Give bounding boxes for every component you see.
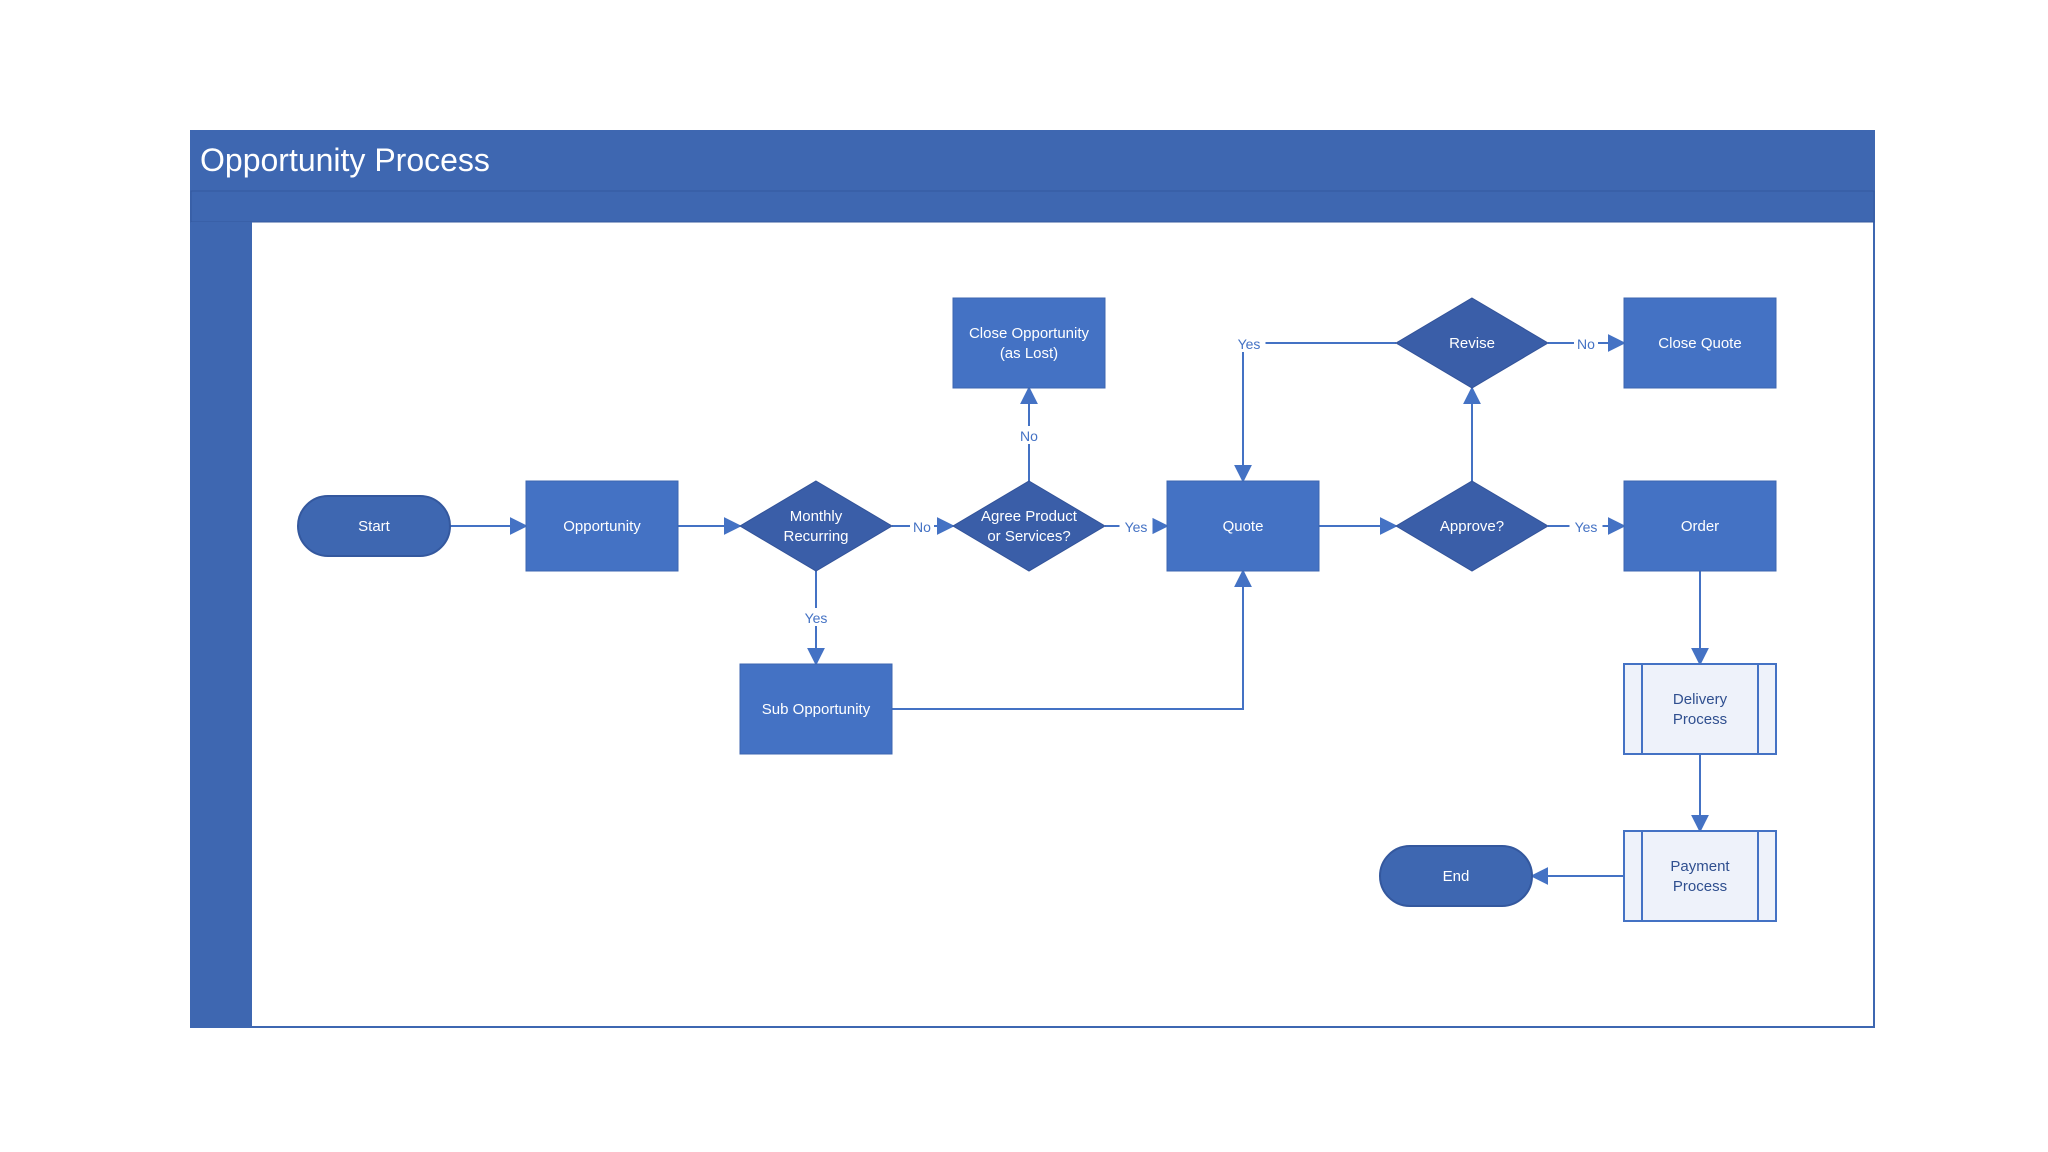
pool-frame <box>190 130 1875 1028</box>
node-closequote: Close Quote <box>1623 297 1777 389</box>
node-approve: Approve? <box>1395 480 1549 572</box>
node-start: Start <box>297 495 451 557</box>
subprocess-box <box>1623 663 1777 755</box>
decision-diamond <box>952 480 1106 572</box>
process-box <box>525 480 679 572</box>
pool-header <box>191 131 1874 191</box>
edge-label-bg <box>910 517 934 535</box>
lane-header <box>191 222 252 1027</box>
node-revise: Revise <box>1395 297 1549 389</box>
edge-label-bg <box>1232 334 1266 352</box>
process-box <box>952 297 1106 389</box>
node-label-approve: Approve? <box>1440 518 1504 535</box>
decision-diamond <box>1395 297 1549 389</box>
node-label-closeopp: Close Opportunity(as Lost) <box>969 325 1090 362</box>
edge-label-no: No <box>1020 428 1038 444</box>
node-quote: Quote <box>1166 480 1320 572</box>
subprocess-box <box>1623 830 1777 922</box>
terminator-pill <box>1379 845 1533 907</box>
node-label-order: Order <box>1681 518 1719 535</box>
edge-label-yes: Yes <box>1238 336 1261 352</box>
edge-label-bg <box>1574 334 1598 352</box>
process-box <box>1623 297 1777 389</box>
edge-label-bg <box>1119 517 1153 535</box>
edge-label-bg <box>799 608 833 626</box>
decision-diamond <box>1395 480 1549 572</box>
node-label-end: End <box>1443 868 1470 885</box>
page-title: Opportunity Process <box>200 142 490 178</box>
decision-diamond <box>739 480 893 572</box>
process-box <box>1623 480 1777 572</box>
node-order: Order <box>1623 480 1777 572</box>
node-label-subopp: Sub Opportunity <box>762 701 871 718</box>
node-label-opportunity: Opportunity <box>563 518 641 535</box>
node-label-quote: Quote <box>1223 518 1264 535</box>
node-label-revise: Revise <box>1449 335 1495 352</box>
edge-label-yes: Yes <box>1575 519 1598 535</box>
node-opportunity: Opportunity <box>525 480 679 572</box>
node-label-start: Start <box>358 518 391 535</box>
connector-subopp-to-quote <box>892 569 1252 710</box>
node-closeopp: Close Opportunity(as Lost) <box>952 297 1106 389</box>
node-label-closequote: Close Quote <box>1658 335 1741 352</box>
edge-label-bg <box>1569 517 1603 535</box>
node-end: End <box>1379 845 1533 907</box>
terminator-pill <box>297 495 451 557</box>
edge-label-yes: Yes <box>1125 519 1148 535</box>
pool-subheader <box>190 190 1875 223</box>
edge-label-no: No <box>1577 336 1595 352</box>
node-subopp: Sub Opportunity <box>739 663 893 755</box>
edge-label-bg <box>1017 426 1041 444</box>
process-box <box>1166 480 1320 572</box>
edge-label-yes: Yes <box>805 610 828 626</box>
process-box <box>739 663 893 755</box>
edge-label-no: No <box>913 519 931 535</box>
